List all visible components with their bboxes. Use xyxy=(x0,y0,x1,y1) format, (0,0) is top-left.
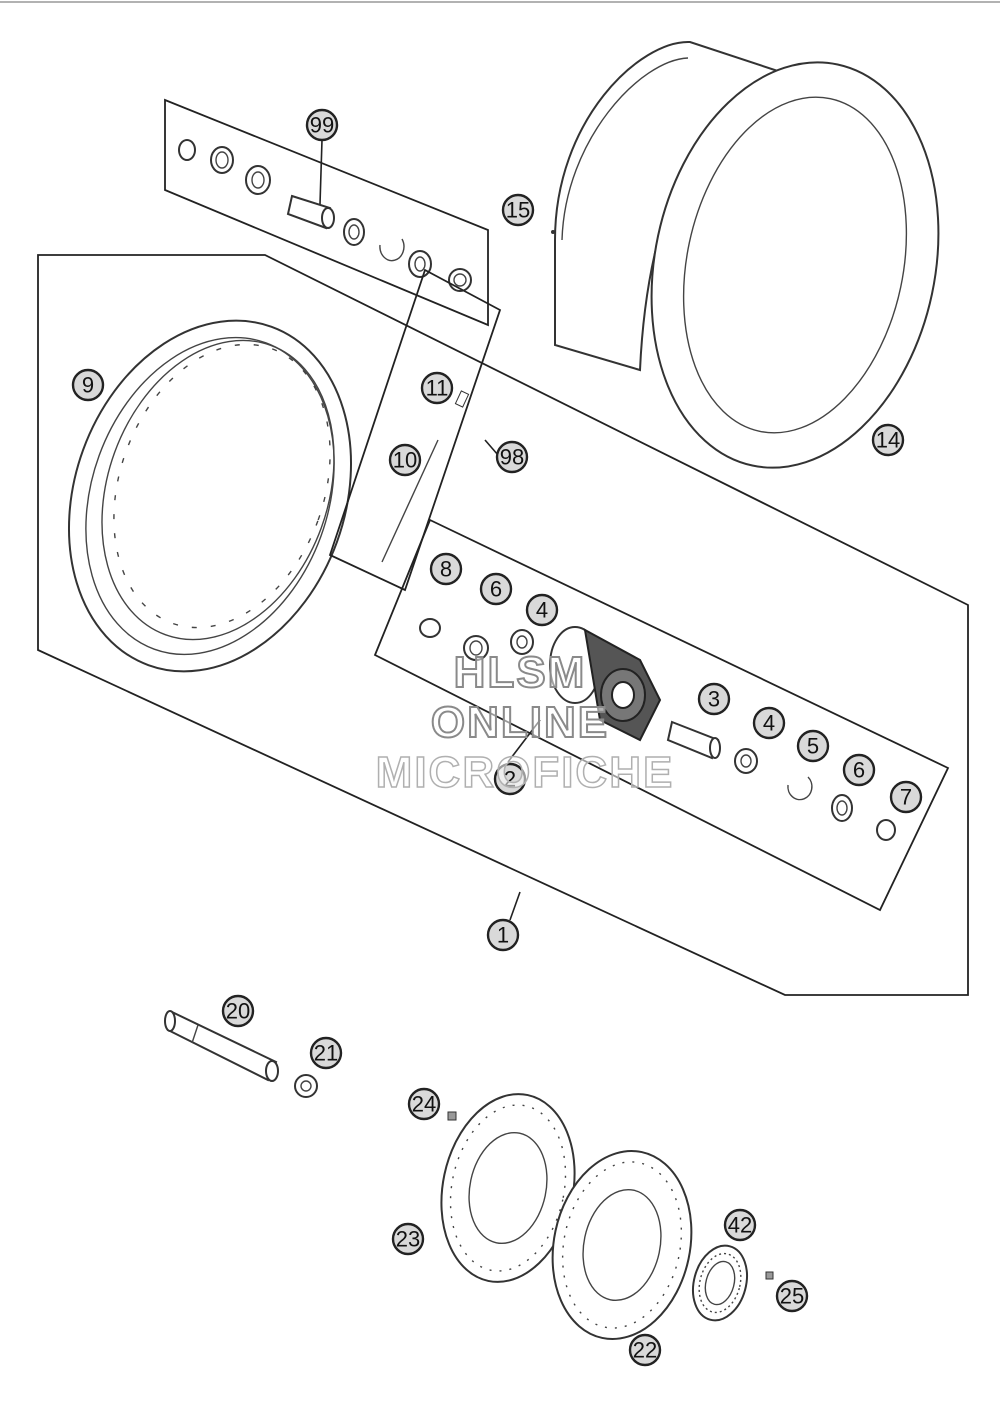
callout-25[interactable]: 25 xyxy=(775,1279,809,1313)
svg-text:4: 4 xyxy=(536,598,548,623)
svg-text:21: 21 xyxy=(314,1041,338,1066)
sensor-ring xyxy=(692,1244,748,1322)
svg-text:5: 5 xyxy=(807,734,819,759)
callout-4a[interactable]: 4 xyxy=(525,593,559,627)
spoke-kit-98-group xyxy=(328,268,502,592)
axle xyxy=(164,1010,279,1082)
callout-11[interactable]: 11 xyxy=(420,371,454,405)
callout-24[interactable]: 24 xyxy=(407,1087,441,1121)
brake-disc-22 xyxy=(551,1150,693,1340)
watermark-line-2: ONLINE xyxy=(430,697,610,748)
wheel-assembly-frame xyxy=(37,254,969,996)
bolt-24 xyxy=(447,1111,457,1121)
callout-21[interactable]: 21 xyxy=(309,1036,343,1070)
callout-42[interactable]: 42 xyxy=(723,1208,757,1242)
svg-text:7: 7 xyxy=(900,785,912,810)
callout-20[interactable]: 20 xyxy=(221,994,255,1028)
callout-5[interactable]: 5 xyxy=(796,729,830,763)
callout-23[interactable]: 23 xyxy=(391,1222,425,1256)
svg-text:99: 99 xyxy=(310,113,334,138)
watermark-line-3: MICROFICHE xyxy=(375,747,675,798)
svg-text:22: 22 xyxy=(633,1338,657,1363)
svg-text:23: 23 xyxy=(396,1227,420,1252)
svg-text:15: 15 xyxy=(506,198,530,223)
svg-text:20: 20 xyxy=(226,999,250,1024)
callout-6a[interactable]: 6 xyxy=(479,572,513,606)
svg-text:42: 42 xyxy=(728,1213,752,1238)
callout-15[interactable]: 15 xyxy=(501,193,535,227)
hub xyxy=(549,626,662,742)
bearing-kit-99-group xyxy=(164,98,489,327)
svg-text:4: 4 xyxy=(763,711,775,736)
callout-8[interactable]: 8 xyxy=(429,552,463,586)
svg-text:8: 8 xyxy=(440,557,452,582)
callout-10[interactable]: 10 xyxy=(388,443,422,477)
hub-group xyxy=(373,518,950,912)
svg-text:3: 3 xyxy=(708,687,720,712)
callout-9[interactable]: 9 xyxy=(71,368,105,402)
callout-22[interactable]: 22 xyxy=(628,1333,662,1367)
callout-4b[interactable]: 4 xyxy=(752,706,786,740)
svg-text:14: 14 xyxy=(876,428,900,453)
callout-7[interactable]: 7 xyxy=(889,780,923,814)
svg-text:24: 24 xyxy=(412,1092,436,1117)
svg-text:6: 6 xyxy=(490,577,502,602)
callout-3[interactable]: 3 xyxy=(697,682,731,716)
svg-text:6: 6 xyxy=(853,758,865,783)
callout-98[interactable]: 98 xyxy=(495,440,529,474)
svg-text:2: 2 xyxy=(504,767,516,792)
svg-text:25: 25 xyxy=(780,1284,804,1309)
watermark-line-1: HLSM xyxy=(453,647,587,698)
svg-text:10: 10 xyxy=(393,448,417,473)
rim xyxy=(67,319,353,673)
svg-text:98: 98 xyxy=(500,445,524,470)
callout-2[interactable]: 2 xyxy=(493,762,527,796)
callout-14[interactable]: 14 xyxy=(871,423,905,457)
svg-text:1: 1 xyxy=(497,923,509,948)
svg-text:11: 11 xyxy=(426,376,449,401)
svg-text:9: 9 xyxy=(82,373,94,398)
callout-1[interactable]: 1 xyxy=(486,918,520,952)
tire-and-tube-group xyxy=(551,40,940,469)
bolt-25 xyxy=(765,1271,774,1280)
axle-nut xyxy=(294,1074,318,1098)
callout-99[interactable]: 99 xyxy=(305,108,339,142)
callout-6b[interactable]: 6 xyxy=(842,753,876,787)
